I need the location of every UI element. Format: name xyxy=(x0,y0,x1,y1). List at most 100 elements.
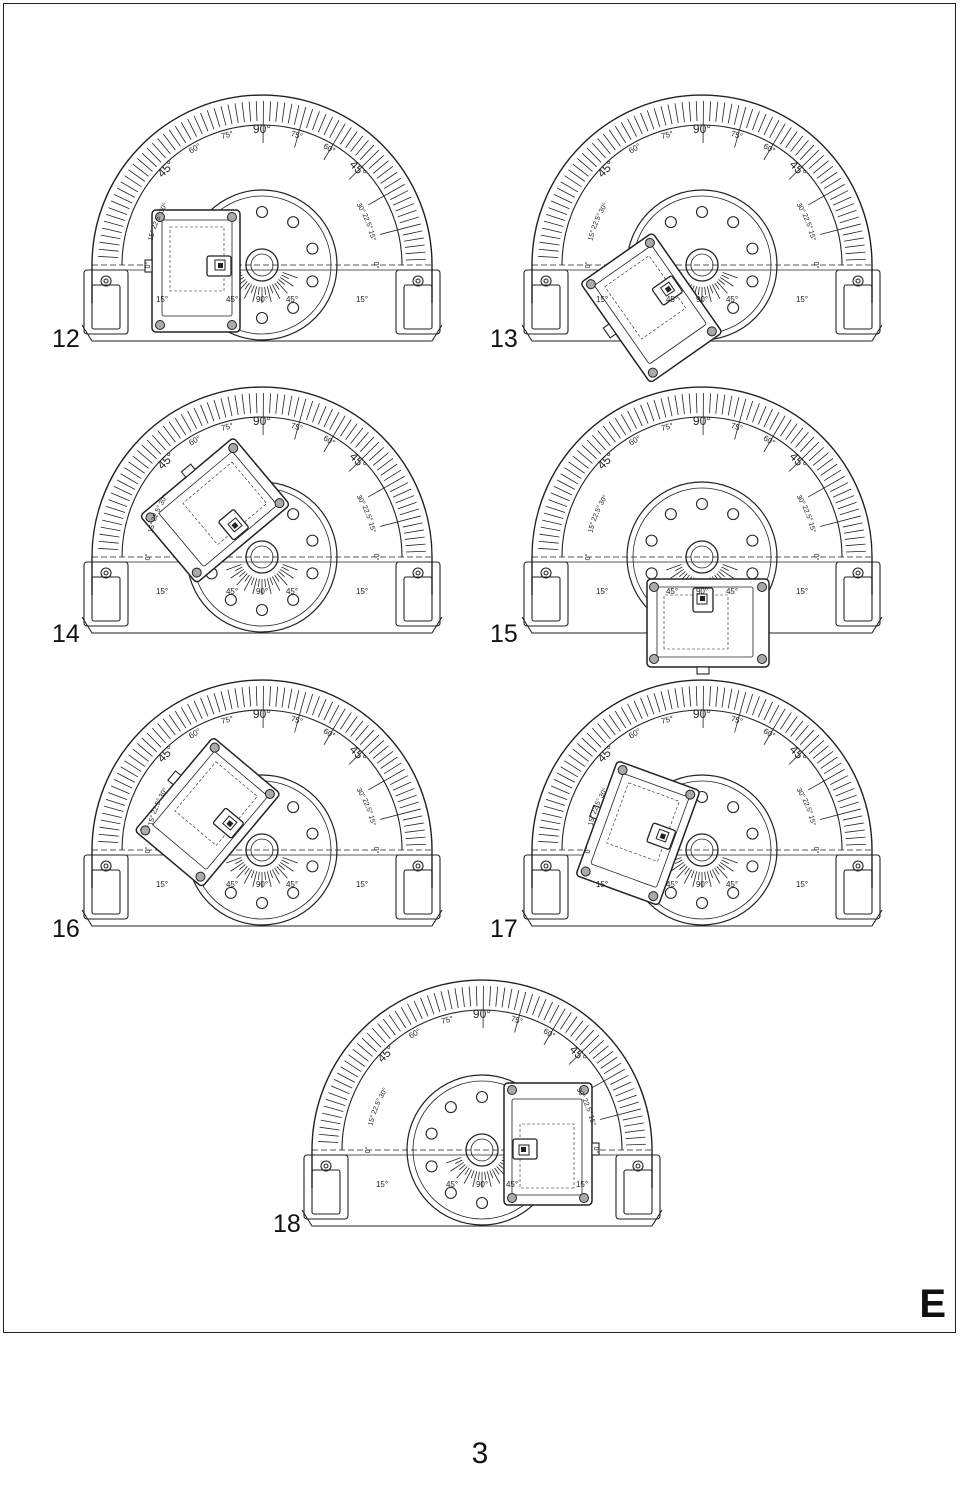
scale-label: 15° xyxy=(796,295,808,304)
scale-label: 90° xyxy=(473,1007,491,1021)
figure-number: 15 xyxy=(490,620,518,648)
scale-label: 75° xyxy=(730,421,744,433)
scale-label: 75° xyxy=(440,1014,454,1026)
scale-label: 22.5° xyxy=(800,797,814,815)
scale-label: 30° xyxy=(597,493,609,506)
base-plate xyxy=(144,209,241,333)
scale-label: 0° xyxy=(812,554,820,561)
protractor-drawing: 45°60°75°90°75°60°45°30°22.5°15°0°30°22.… xyxy=(81,94,443,342)
scale-label: 75° xyxy=(290,129,304,141)
mitre-figure: 45°60°75°90°75°60°45°30°22.5°15°0°30°22.… xyxy=(490,94,902,395)
scale-label: 45° xyxy=(347,742,370,765)
scale-label: 45° xyxy=(286,880,298,889)
figure-number: 17 xyxy=(490,915,518,943)
scale-label: 75° xyxy=(730,129,744,141)
scale-label: 0° xyxy=(144,846,152,853)
scale-label: 15° xyxy=(807,814,818,826)
scale-label: 60° xyxy=(627,142,642,156)
scale-label: 0° xyxy=(364,1146,372,1153)
scale-label: 0° xyxy=(584,553,592,560)
scale-label: 15° xyxy=(376,1180,388,1189)
scale-label: 45° xyxy=(726,587,738,596)
mitre-figure: 45°60°75°90°75°60°45°30°22.5°15°0°30°22.… xyxy=(52,679,462,980)
scale-label: 75° xyxy=(510,1014,524,1026)
base-plate xyxy=(576,761,700,906)
scale-label: 45° xyxy=(374,1042,397,1065)
scale-label: 75° xyxy=(220,714,234,726)
base-plate xyxy=(581,233,722,383)
scale-label: 75° xyxy=(220,421,234,433)
scale-label: 15° xyxy=(596,587,608,596)
scale-label: 15° xyxy=(356,880,368,889)
scale-label: 22.5° xyxy=(360,504,374,522)
scale-label: 60° xyxy=(322,727,337,741)
scale-label: 0° xyxy=(584,261,592,268)
scale-label: 60° xyxy=(762,142,777,156)
scale-label: 0° xyxy=(144,261,152,268)
scale-label: 75° xyxy=(730,714,744,726)
scale-label: 60° xyxy=(187,727,202,741)
base-plate xyxy=(646,578,770,675)
scale-label: 0° xyxy=(372,554,380,561)
protractor-drawing: 45°60°75°90°75°60°45°30°22.5°15°0°30°22.… xyxy=(521,679,883,927)
base-plate xyxy=(503,1082,600,1206)
scale-label: 15° xyxy=(576,1180,588,1189)
mitre-figure: 45°60°75°90°75°60°45°30°22.5°15°0°30°22.… xyxy=(273,979,682,1280)
scale-label: 90° xyxy=(693,122,711,136)
scale-label: 15° xyxy=(587,814,598,826)
protractor-drawing: 45°60°75°90°75°60°45°30°22.5°15°0°30°22.… xyxy=(81,386,443,634)
scale-label: 0° xyxy=(584,846,592,853)
scale-label: 45° xyxy=(226,880,238,889)
scale-label: 60° xyxy=(322,434,337,448)
scale-label: 15° xyxy=(367,1114,378,1126)
page-frame xyxy=(3,3,956,1333)
scale-label: 60° xyxy=(407,1027,422,1041)
scale-label: 90° xyxy=(476,1180,488,1189)
scale-label: 90° xyxy=(256,295,268,304)
scale-label: 45° xyxy=(286,587,298,596)
scale-label: 75° xyxy=(660,129,674,141)
scale-label: 60° xyxy=(762,727,777,741)
scale-label: 90° xyxy=(696,587,708,596)
scale-label: 15° xyxy=(367,229,378,241)
scale-label: 60° xyxy=(187,434,202,448)
scale-label: 0° xyxy=(812,847,820,854)
scale-label: 15° xyxy=(587,521,598,533)
base-plate xyxy=(135,738,280,887)
scale-label: 0° xyxy=(372,262,380,269)
scale-label: 15° xyxy=(587,1114,598,1126)
figure-number: 14 xyxy=(52,620,80,648)
scale-label: 22.5° xyxy=(590,212,604,230)
scale-label: 60° xyxy=(322,142,337,156)
scale-label: 15° xyxy=(367,814,378,826)
scale-label: 45° xyxy=(226,587,238,596)
scale-label: 15° xyxy=(807,229,818,241)
protractor-drawing: 45°60°75°90°75°60°45°30°22.5°15°0°30°22.… xyxy=(521,94,883,383)
scale-label: 15° xyxy=(356,587,368,596)
scale-label: 75° xyxy=(660,421,674,433)
scale-label: 45° xyxy=(154,449,177,472)
protractor-drawing: 45°60°75°90°75°60°45°30°22.5°15°0°30°22.… xyxy=(301,979,663,1227)
scale-label: 15° xyxy=(356,295,368,304)
scale-label: 60° xyxy=(627,727,642,741)
scale-label: 45° xyxy=(666,295,678,304)
scale-label: 15° xyxy=(796,880,808,889)
scale-label: 22.5° xyxy=(590,504,604,522)
scale-label: 45° xyxy=(726,295,738,304)
mitre-figure: 45°60°75°90°75°60°45°30°22.5°15°0°30°22.… xyxy=(52,386,462,687)
scale-label: 15° xyxy=(147,229,158,241)
mitre-figure: 45°60°75°90°75°60°45°30°22.5°15°0°30°22.… xyxy=(490,386,902,687)
scale-label: 75° xyxy=(290,421,304,433)
scale-label: 22.5° xyxy=(800,504,814,522)
scale-label: 0° xyxy=(372,847,380,854)
scale-label: 90° xyxy=(253,707,271,721)
protractor-drawing: 45°60°75°90°75°60°45°30°22.5°15°0°30°22.… xyxy=(521,386,883,675)
scale-label: 0° xyxy=(812,262,820,269)
scale-label: 45° xyxy=(594,157,617,180)
scale-label: 90° xyxy=(693,707,711,721)
scale-label: 30° xyxy=(597,201,609,214)
scale-label: 15° xyxy=(587,229,598,241)
page-number: 3 xyxy=(471,1437,489,1470)
scale-label: 45° xyxy=(666,880,678,889)
mitre-figure: 45°60°75°90°75°60°45°30°22.5°15°0°30°22.… xyxy=(52,94,462,395)
